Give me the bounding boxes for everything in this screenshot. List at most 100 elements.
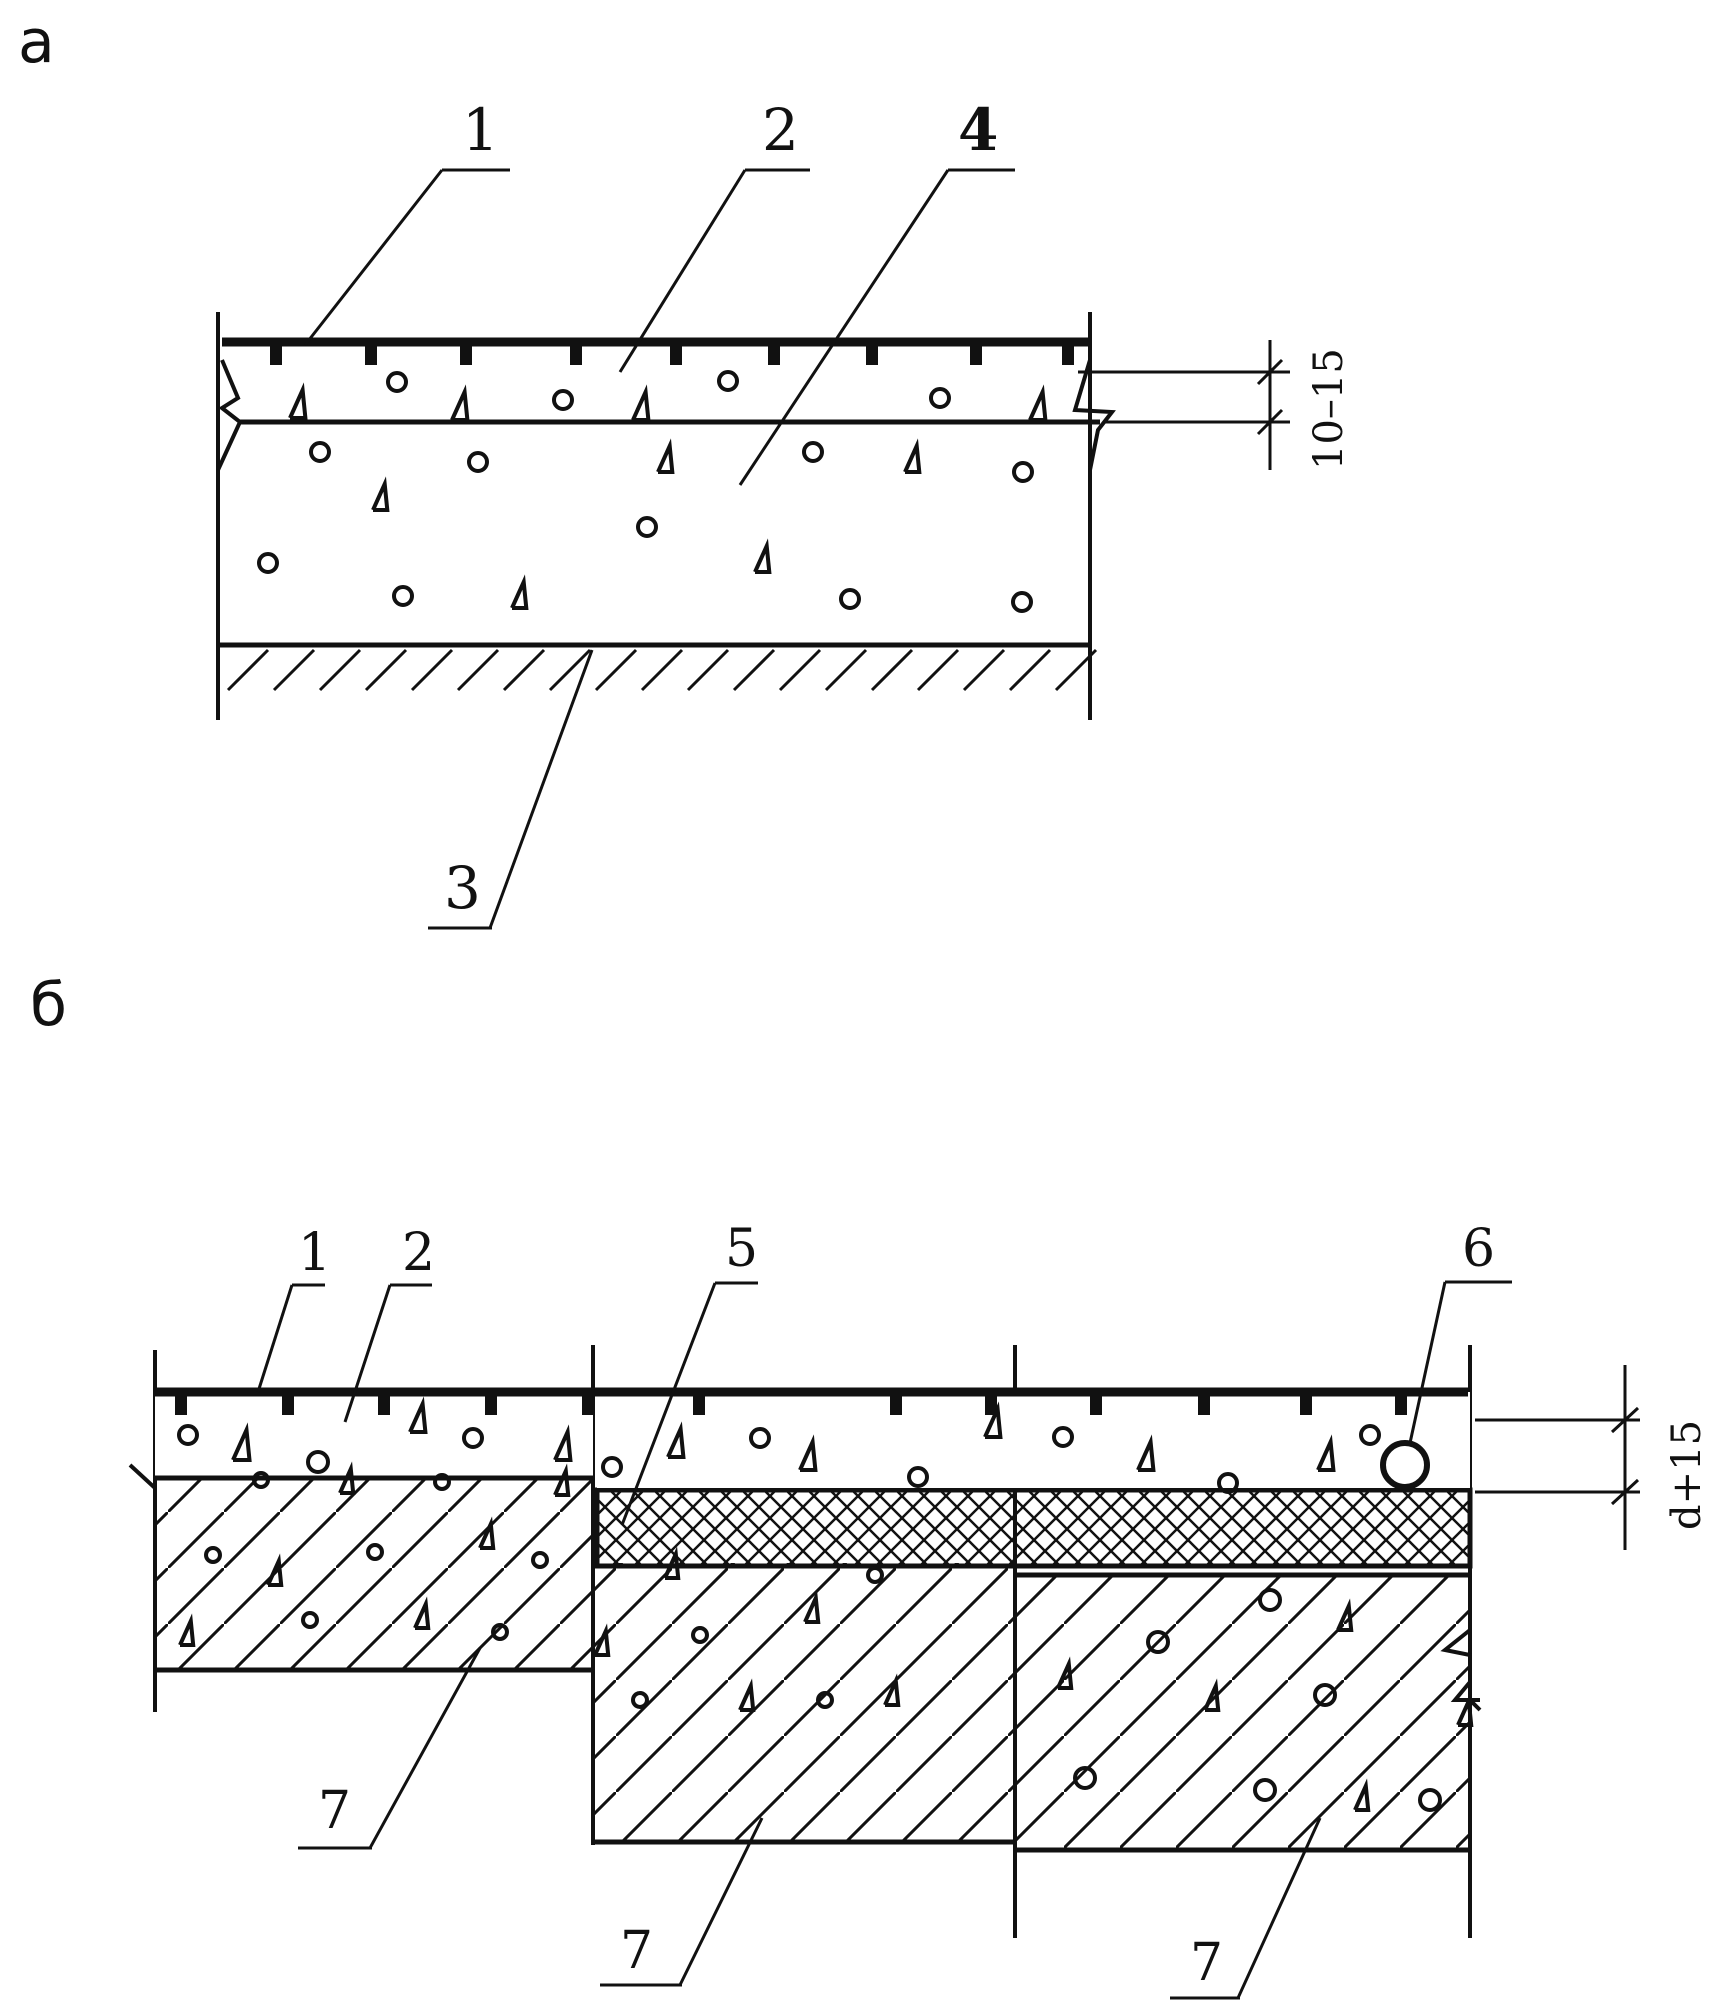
dim-tick-bottom-b [1610,1478,1640,1506]
anchor-tooth [670,345,682,365]
anchor-tooth [693,1395,705,1415]
break-mark-left-a [216,359,243,471]
aggregate-circle [631,1691,649,1709]
soil-hatch-line [410,648,454,692]
aggregate-circle [1359,1424,1381,1446]
aggregate-triangle [1028,384,1048,422]
break-mark-b1 [128,1463,157,1560]
callout-5-b: 5 [725,1219,758,1279]
soil-hatch-line [548,648,592,692]
callout-6-b: 6 [1462,1219,1495,1279]
anchor-tooth [1300,1395,1312,1415]
anchor-tooth [270,345,282,365]
anchor-tooth [866,345,878,365]
break-mark-right-a [1072,359,1116,471]
aggregate-marks-b [177,1396,1474,1812]
leader-7-b3 [1236,1817,1322,1999]
leader-4-a [738,169,950,486]
aggregate-triangle [593,1623,611,1657]
aggregate-circle [462,1427,484,1449]
soil-hatch-line [364,648,408,692]
aggregate-circle [552,389,574,411]
aggregate-triangle [798,1434,818,1472]
coating-anchors-a [270,345,1074,365]
aggregate-triangle [450,384,470,422]
anchor-tooth [1062,345,1074,365]
dim-tick-top-b [1610,1406,1640,1434]
break-mark-b3a [1440,1628,1482,1712]
callout-4-a: 4 [958,96,998,164]
aggregate-triangle [478,1516,496,1550]
anchor-tooth [485,1395,497,1415]
leader-2-a [618,169,747,373]
aggregate-triangle [1456,1693,1474,1727]
aggregate-circle [433,1473,451,1491]
aggregate-circle [866,1566,884,1584]
panel-b: б [30,970,1710,2000]
anchor-tooth [768,345,780,365]
aggregate-triangle [903,438,922,474]
leader-7-b1 [368,1647,482,1849]
aggregate-circle [802,441,824,463]
dim-tick-top-a [1256,358,1284,386]
anchor-tooth [1090,1395,1102,1415]
aggregate-circle [636,516,658,538]
break-mark-b3b [1450,1680,1480,1702]
callout-3-a: 3 [444,854,481,922]
aggregate-triangle [1056,1656,1074,1690]
leader-1-a [303,169,444,346]
base-slab-b3 [1015,1575,1470,1851]
soil-hatch-line [686,648,730,692]
aggregate-circle [1052,1426,1074,1448]
leader-1-b [256,1284,294,1393]
soil-hatch-line [732,648,776,692]
soil-hatch-line [1054,648,1098,692]
leader-3-a [488,649,594,929]
dim-tick-bottom-a [1256,408,1284,436]
aggregate-circle [749,1427,771,1449]
base-slab-b1 [155,1478,593,1670]
aggregate-circle [1418,1788,1442,1812]
aggregate-circle [366,1543,384,1561]
soil-hatch-a [226,648,1098,692]
aggregate-circle [1217,1472,1239,1494]
callout-7-b3: 7 [1190,1933,1223,1993]
anchor-tooth [378,1395,390,1415]
aggregate-triangle [371,476,390,512]
aggregate-marks-a [257,370,1048,613]
aggregate-triangle [1203,1678,1221,1712]
aggregate-circle [816,1691,834,1709]
aggregate-triangle [413,1596,431,1630]
aggregate-triangle [288,382,308,420]
anchor-tooth [282,1395,294,1415]
aggregate-triangle [553,1424,573,1462]
leader-7-b2 [678,1817,764,1986]
aggregate-circle [1073,1766,1097,1790]
aggregate-triangle [753,538,772,574]
aggregate-triangle [631,384,651,422]
aggregate-circle [386,371,408,393]
soil-hatch-line [640,648,684,692]
aggregate-circle [306,1450,330,1474]
aggregate-triangle [510,574,529,610]
soil-hatch-line [226,648,270,692]
anchor-tooth [175,1395,187,1415]
aggregate-triangle [408,1396,428,1434]
aggregate-circle [392,585,414,607]
aggregate-triangle [983,1401,1003,1439]
soil-hatch-line [502,648,546,692]
soil-hatch-line [272,648,316,692]
dimension-label-a: 10–15 [1306,348,1352,470]
anchor-tooth [582,1395,594,1415]
aggregate-circle [204,1546,222,1564]
aggregate-circle [467,451,489,473]
aggregate-circle [491,1623,509,1641]
panel-a: а 10–15 1 2 4 3 [18,7,1352,930]
anchor-tooth [985,1395,997,1415]
anchor-tooth [570,345,582,365]
soil-hatch-line [778,648,822,692]
aggregate-triangle [231,1422,252,1462]
aggregate-triangle [338,1461,356,1495]
callout-7-b2: 7 [620,1921,653,1981]
